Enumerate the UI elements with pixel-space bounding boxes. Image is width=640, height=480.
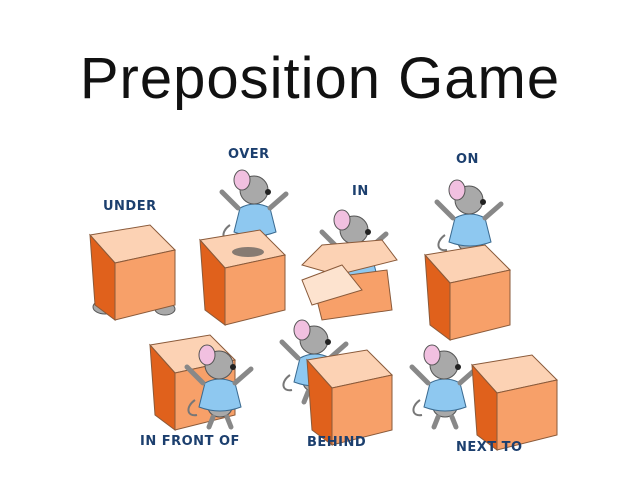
scene-over[interactable]: OVER [195,145,305,326]
label-under: UNDER [103,199,157,214]
scene-next-to[interactable]: NEXT TO [400,340,560,460]
scene-behind[interactable]: BEHIND [275,315,405,455]
label-over: OVER [228,147,270,162]
scene-under[interactable]: UNDER [85,195,195,321]
mouse-icon [185,345,255,435]
scene-on[interactable]: ON [420,150,530,341]
mouse-icon [410,345,480,435]
label-in: IN [352,184,369,199]
label-next-to: NEXT TO [456,440,523,455]
scene-in-front-of[interactable]: IN FRONT OF [140,330,270,460]
label-behind: BEHIND [307,435,367,450]
label-in-front-of: IN FRONT OF [140,434,240,449]
box-icon [89,224,176,321]
label-on: ON [456,152,479,167]
page-title: Preposition Game [79,46,561,111]
scene-in[interactable]: IN [300,180,410,321]
box-icon [424,244,511,341]
box-icon [199,229,286,326]
open-box-icon [301,239,398,321]
